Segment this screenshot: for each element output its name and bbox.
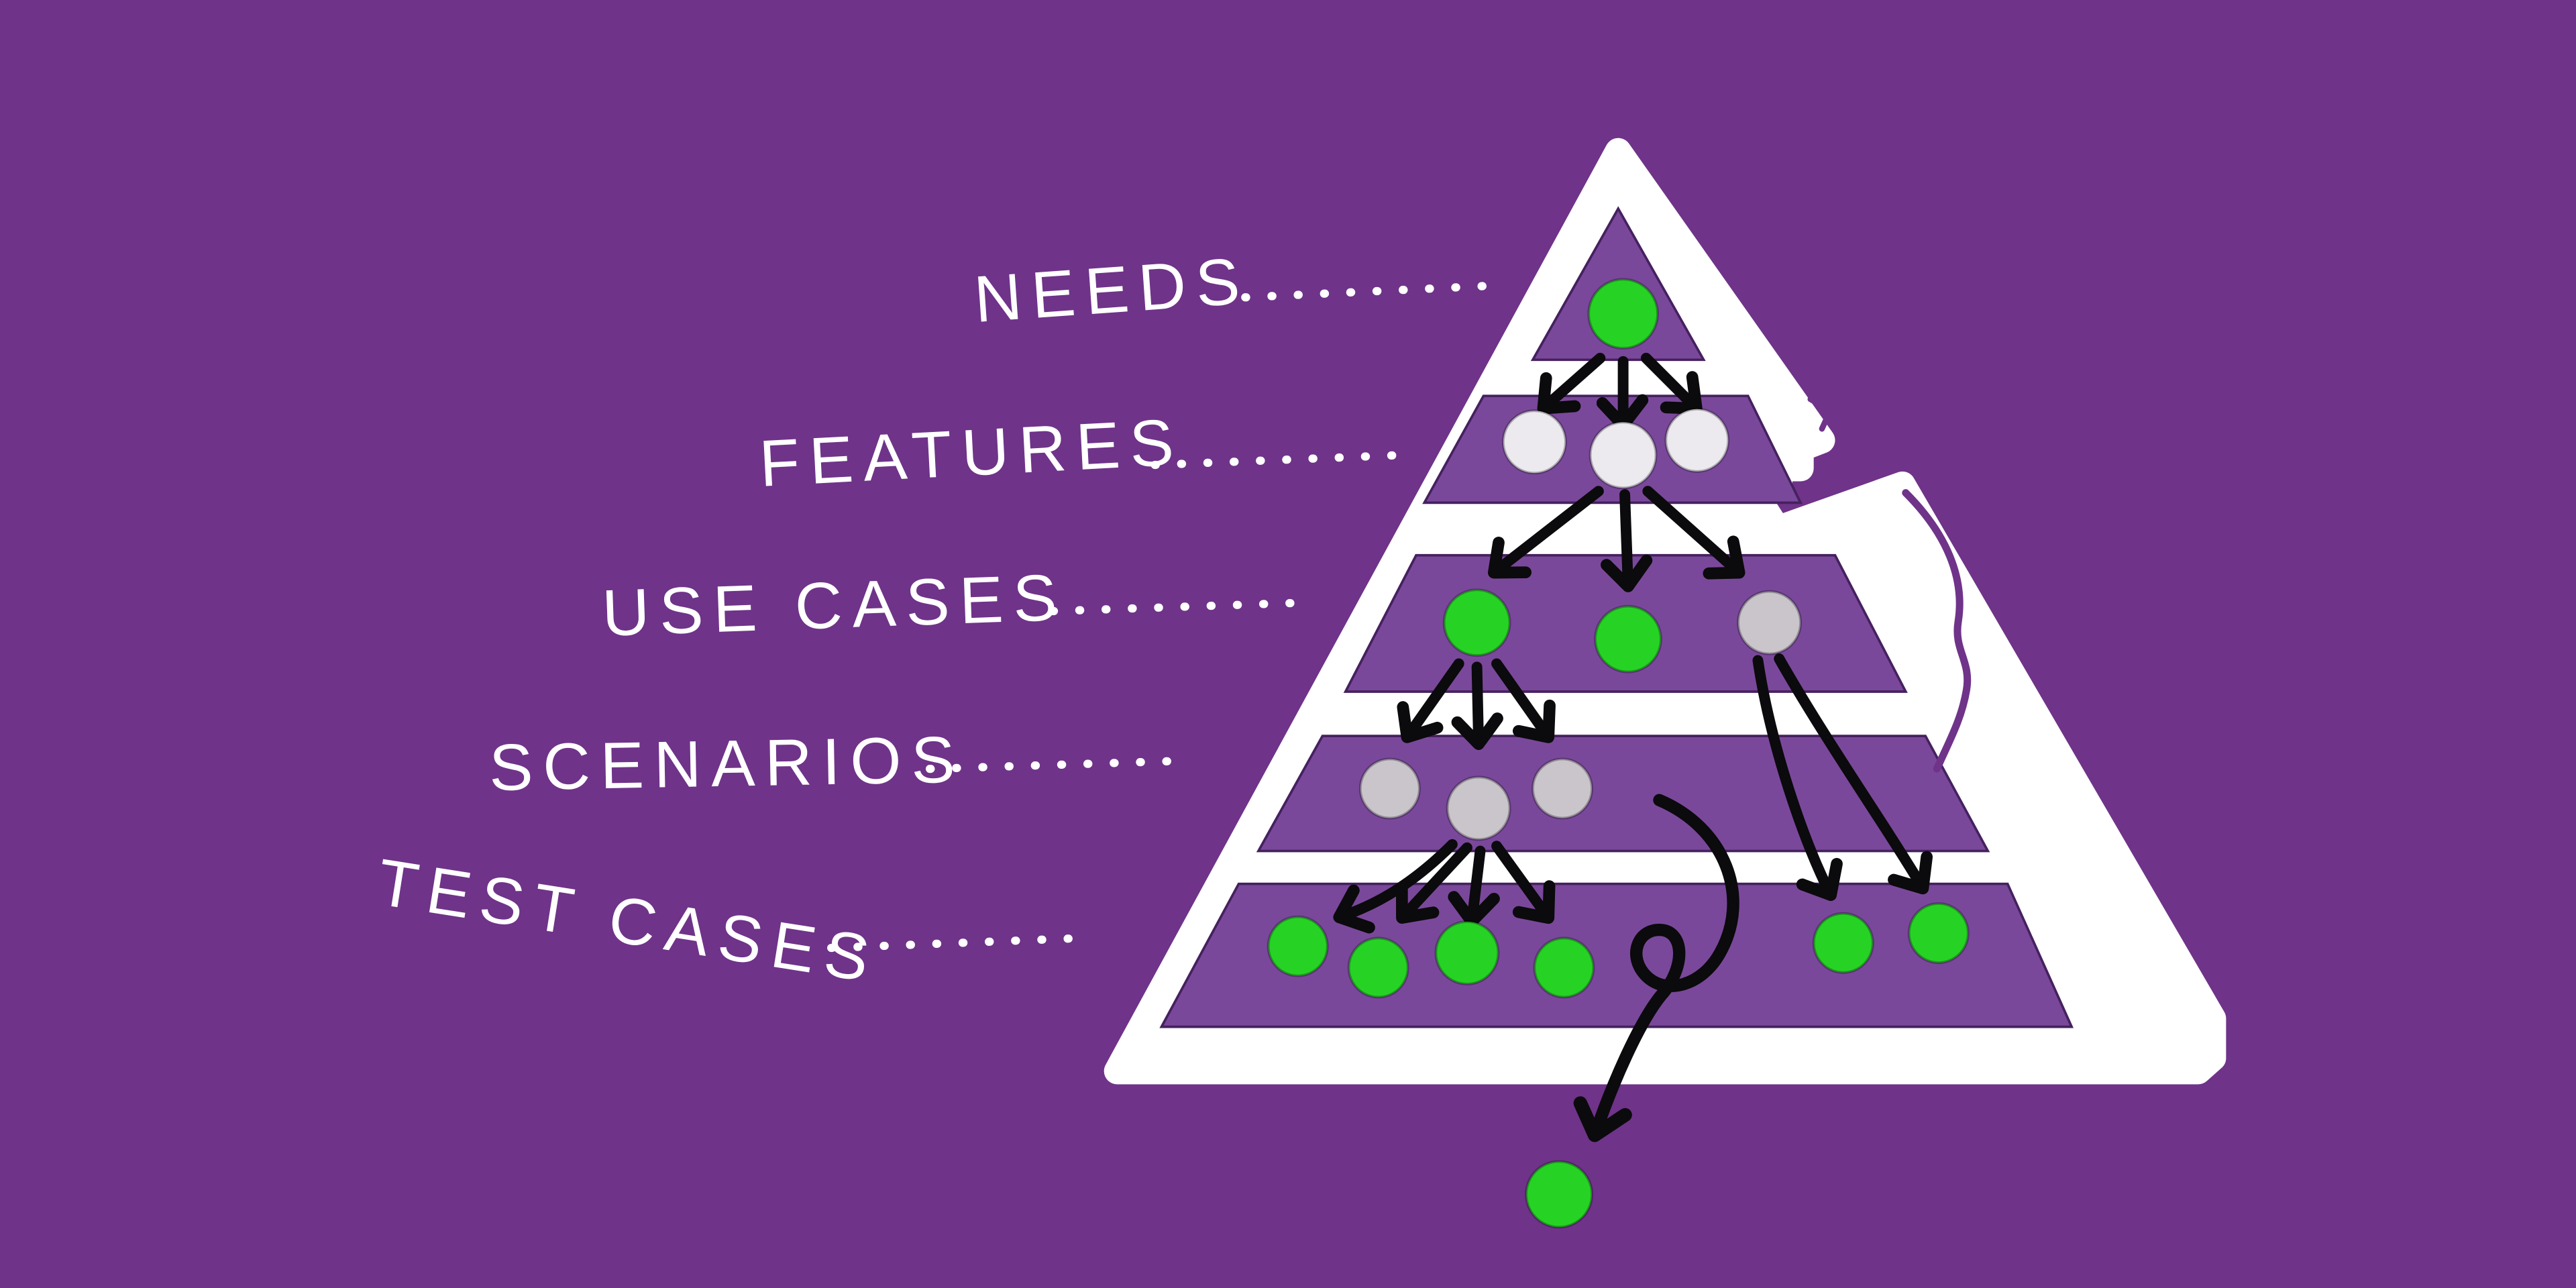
arrow-usecase-to-scenario-right — [1491, 658, 1556, 743]
arrow-gray-usecase-to-test-left — [1752, 655, 1843, 902]
arrow-feature-to-usecase-left — [1487, 486, 1604, 579]
crack-long — [1902, 489, 1972, 773]
node-white — [1664, 407, 1730, 473]
node-green — [1347, 936, 1409, 999]
arrow-needs-to-feature-right — [1640, 352, 1703, 415]
arrow-scenario-to-test-3 — [1448, 845, 1500, 928]
scenarios-dotted-line — [926, 756, 1192, 773]
test-cases-dotted-line — [827, 934, 1087, 953]
node-white — [1501, 409, 1567, 475]
flow-arrows — [1333, 352, 1933, 1142]
arrow-scenario-to-test-2 — [1395, 842, 1472, 924]
node-green — [1533, 936, 1595, 999]
pyramid-cracks — [1807, 396, 1972, 773]
node-green — [1434, 920, 1500, 985]
node-green — [1267, 915, 1329, 977]
node-gray — [1737, 590, 1803, 655]
arrow-loop-to-orphan — [1573, 794, 1739, 1142]
level-label-scenarios: SCENARIOS — [488, 722, 965, 804]
crack-small — [1807, 396, 1833, 432]
arrow-scenario-to-test-4 — [1491, 841, 1556, 924]
node-white — [1589, 421, 1658, 490]
arrow-gray-usecase-to-test-right — [1774, 653, 1933, 895]
arrow-usecase-to-scenario-left — [1397, 658, 1464, 743]
arrow-feature-to-usecase-right — [1642, 486, 1746, 580]
arrow-needs-to-feature-left — [1537, 352, 1606, 415]
arrow-usecase-to-scenario-mid — [1451, 661, 1503, 750]
node-green — [1907, 902, 1970, 965]
dotted-leaders — [827, 282, 1493, 953]
node-gray — [1531, 757, 1594, 820]
node-green — [1812, 912, 1874, 974]
node-gray — [1446, 775, 1511, 841]
level-label-use-cases: USE CASES — [601, 560, 1068, 650]
nodes-layer — [1267, 278, 1970, 1229]
node-green — [1442, 588, 1511, 657]
node-gray — [1358, 757, 1421, 820]
node-green — [1587, 278, 1659, 350]
node-green — [1525, 1160, 1594, 1229]
arrow-feature-to-usecase-mid — [1601, 489, 1653, 592]
node-green — [1594, 604, 1662, 674]
